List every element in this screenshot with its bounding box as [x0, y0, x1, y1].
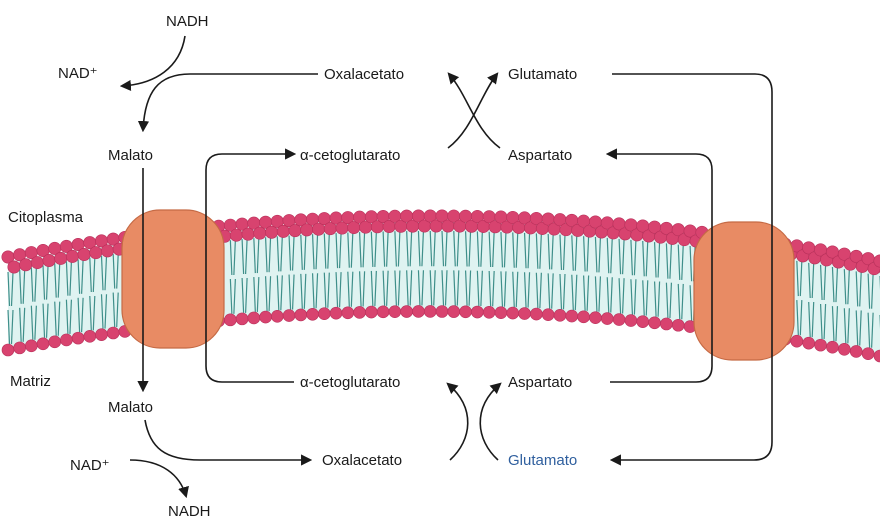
lipid-head: [803, 337, 815, 349]
lipid-head: [471, 306, 483, 318]
lipid-head: [2, 344, 14, 356]
lipid-head: [448, 306, 460, 318]
label-alpha-cetoglutarato-bottom: α-cetoglutarato: [300, 374, 400, 391]
lipid-head: [637, 316, 649, 328]
lipid-head: [542, 309, 554, 321]
lipid-head: [613, 314, 625, 326]
malate-alpha-ketoglutarate-transporter: [122, 210, 224, 348]
lipid-head: [507, 307, 519, 319]
lipid-head: [838, 343, 850, 355]
lipid-head: [495, 307, 507, 319]
lipid-head: [236, 313, 248, 325]
lipid-head: [271, 310, 283, 322]
lipid-head: [224, 314, 236, 326]
lipid-head: [330, 307, 342, 319]
lipid-head: [850, 345, 862, 357]
lipid-head: [660, 318, 672, 330]
label-nadh-bottom: NADH: [168, 503, 211, 520]
lipid-head: [55, 252, 67, 264]
lipid-head: [401, 306, 413, 318]
lipid-head: [377, 306, 389, 318]
lipid-head: [78, 248, 90, 260]
label-nad-bottom: NAD⁺: [70, 457, 110, 474]
label-nad-top: NAD⁺: [58, 65, 98, 82]
lipid-head: [554, 309, 566, 321]
label-malato-bottom: Malato: [108, 399, 153, 416]
lipid-head: [672, 319, 684, 331]
lipid-head: [43, 254, 55, 266]
lipid-head: [815, 339, 827, 351]
lipid-head: [566, 310, 578, 322]
label-aspartato-bottom: Aspartato: [508, 374, 572, 391]
lipid-head: [265, 226, 277, 238]
lipid-head: [318, 308, 330, 320]
lipid-head: [436, 306, 448, 318]
label-glutamato-top: Glutamato: [508, 66, 577, 83]
lipid-head: [389, 306, 401, 318]
lipid-head: [72, 332, 84, 344]
lipid-head: [649, 317, 661, 329]
lipid-head: [578, 311, 590, 323]
label-aspartato-top: Aspartato: [508, 147, 572, 164]
arrow-nad-to-nadh-bottom: [130, 460, 186, 496]
lipid-head: [277, 225, 289, 237]
lipid-head: [90, 246, 102, 258]
lipid-head: [107, 327, 119, 339]
label-matriz: Matriz: [10, 373, 51, 390]
lipid-head: [25, 340, 37, 352]
lipid-head: [342, 307, 354, 319]
lipid-head: [424, 305, 436, 317]
lipid-head: [862, 348, 874, 360]
lipid-head: [242, 228, 254, 240]
lipid-head: [84, 330, 96, 342]
glutamate-aspartate-transporter: [694, 222, 794, 360]
lipid-head: [260, 311, 272, 323]
lipid-head: [460, 306, 472, 318]
label-oxalacetato-top: Oxalacetato: [324, 66, 404, 83]
lipid-head: [354, 306, 366, 318]
lipid-head: [101, 245, 113, 257]
lipid-head: [365, 306, 377, 318]
lipid-head: [248, 312, 260, 324]
label-oxalacetato-bottom: Oxalacetato: [322, 452, 402, 469]
lipid-head: [60, 334, 72, 346]
arrow-nadh-to-nad-top: [122, 36, 185, 86]
lipid-head: [412, 305, 424, 317]
arrow-top-cross-a: [449, 74, 500, 148]
arrow-oxalacetato-to-malato-top: [143, 74, 318, 130]
lipid-head: [14, 342, 26, 354]
lipid-head: [37, 338, 49, 350]
lipid-head: [519, 308, 531, 320]
lipid-head: [601, 313, 613, 325]
label-malato-top: Malato: [108, 147, 153, 164]
lipid-head: [19, 259, 31, 271]
lipid-head: [283, 310, 295, 322]
label-citoplasma: Citoplasma: [8, 209, 84, 226]
lipid-head: [295, 309, 307, 321]
lipid-head: [230, 229, 242, 241]
lipid-head: [289, 224, 301, 236]
arrow-top-cross-b: [448, 74, 497, 148]
label-nadh-top: NADH: [166, 13, 209, 30]
arrow-bottom-cross-b: [480, 384, 500, 460]
lipid-head: [31, 256, 43, 268]
lipid-head: [307, 308, 319, 320]
label-glutamato-bottom: Glutamato: [508, 452, 577, 469]
arrow-malato-to-oxalacetato-bottom: [145, 420, 310, 460]
lipid-head: [530, 308, 542, 320]
lipid-head: [49, 336, 61, 348]
lipid-head: [8, 261, 20, 273]
lipid-head: [66, 250, 78, 262]
lipid-head: [791, 335, 803, 347]
lipid-head: [625, 315, 637, 327]
lipid-head: [826, 341, 838, 353]
lipid-head: [95, 329, 107, 341]
lipid-head: [589, 312, 601, 324]
lipid-head: [483, 306, 495, 318]
label-alpha-cetoglutarato-top: α-cetoglutarato: [300, 147, 400, 164]
lipid-head: [254, 227, 266, 239]
arrow-bottom-cross-a: [448, 384, 468, 460]
